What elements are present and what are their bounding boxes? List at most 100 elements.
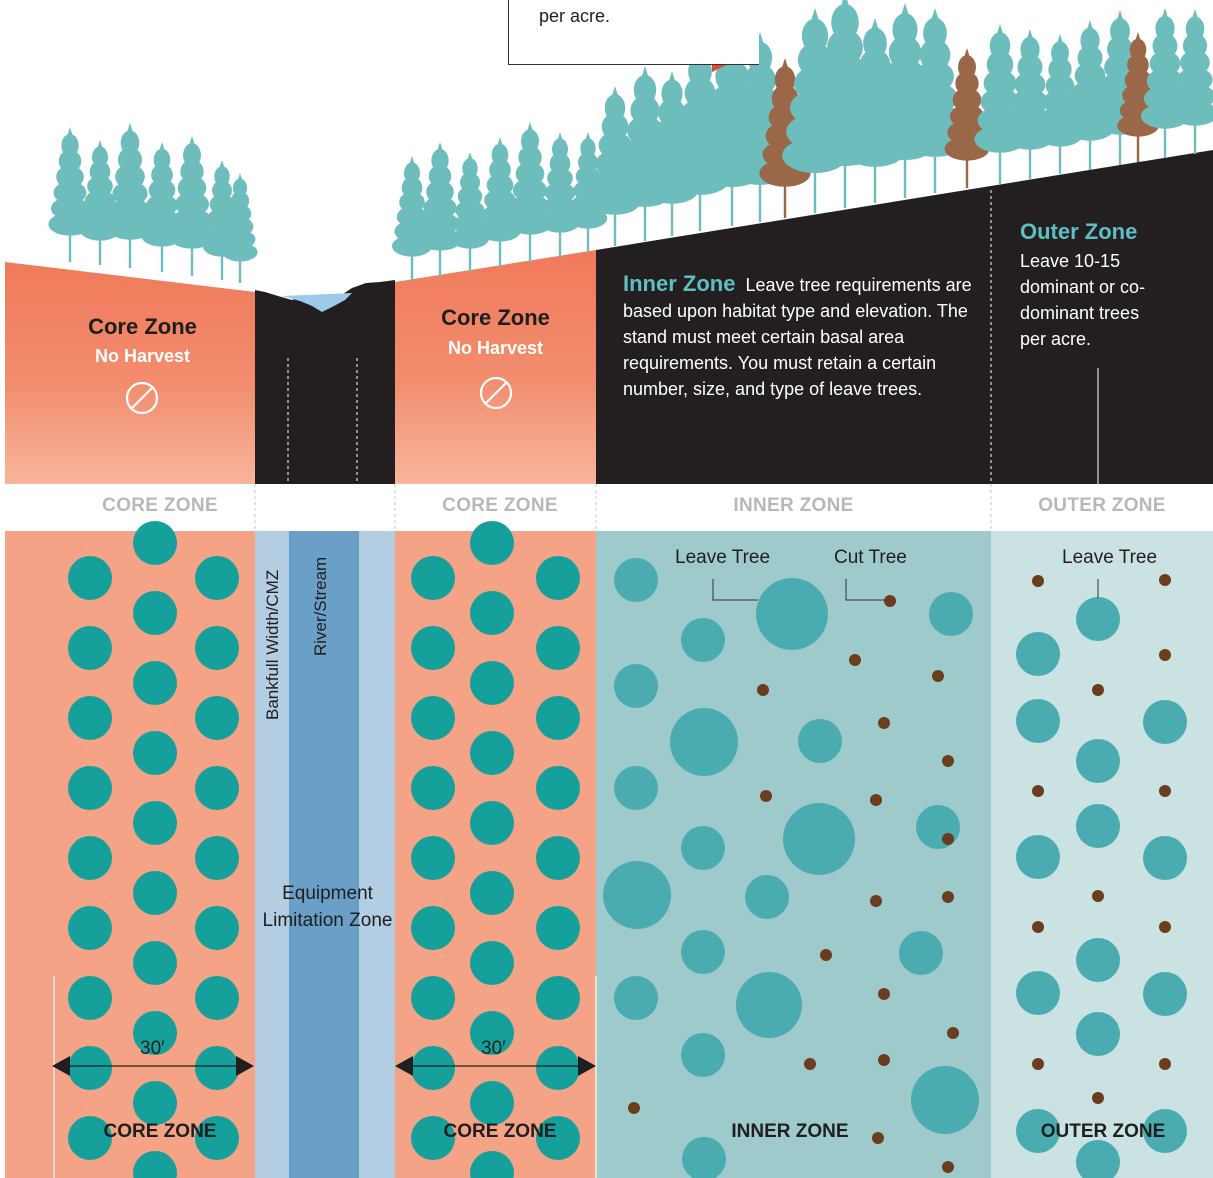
leave-tree-dot <box>536 836 580 880</box>
leave-tree-dot <box>133 1081 177 1125</box>
leave-tree-dot <box>411 906 455 950</box>
plan-river <box>289 531 359 1178</box>
plan-bankfull-right <box>359 531 395 1178</box>
leave-tree-dot <box>1016 1109 1060 1153</box>
conifer-tree <box>450 152 490 272</box>
zone-header-inner: INNER ZONE <box>733 495 854 516</box>
cut-tree-dot <box>942 833 954 845</box>
cut-tree-dot <box>884 595 896 607</box>
leave-tree-dot <box>1076 597 1120 641</box>
conifer-tree <box>1171 9 1213 154</box>
leave-tree-dot <box>470 1081 514 1125</box>
inner-zone-description: Inner Zone Leave tree requirements are b… <box>623 271 973 402</box>
leave-tree-dot <box>899 931 943 975</box>
conifer-tree <box>48 127 92 262</box>
cut-tree-dot <box>1159 785 1171 797</box>
cut-tree-dot <box>870 895 882 907</box>
leave-tree-dot <box>682 1137 726 1178</box>
leave-tree-dot <box>1076 1140 1120 1178</box>
conifer-tree <box>1006 29 1054 179</box>
cut-tree-dot <box>1159 574 1171 586</box>
conifer-tree <box>418 142 462 277</box>
leave-tree-dot <box>1076 804 1120 848</box>
leave-tree-dot <box>670 708 738 776</box>
leave-tree-dot <box>614 664 658 708</box>
leave-tree-dot <box>1143 700 1187 744</box>
leave-tree-dot <box>1076 1012 1120 1056</box>
cut-tree-dot <box>804 1058 816 1070</box>
leave-tree-dot <box>614 766 658 810</box>
leave-tree-dot <box>470 591 514 635</box>
leave-tree-dot <box>681 618 725 662</box>
cut-tree-dot <box>1032 575 1044 587</box>
leave-tree-dot <box>536 906 580 950</box>
leave-tree-dot <box>411 1116 455 1160</box>
cut-tree-dot <box>878 717 890 729</box>
leave-tree-dot <box>916 805 960 849</box>
leave-tree-dot <box>68 836 112 880</box>
core-left-title: Core Zone <box>88 314 197 339</box>
zone-header-core-right: CORE ZONE <box>442 495 558 516</box>
cut-tree-dot <box>1092 890 1104 902</box>
conifer-tree <box>905 8 965 193</box>
leave-tree-dot <box>798 719 842 763</box>
bottom-label-core-left: CORE ZONE <box>103 1121 217 1142</box>
leave-tree-dot <box>133 731 177 775</box>
core-right-title: Core Zone <box>441 305 550 330</box>
leave-tree-dot <box>68 1116 112 1160</box>
measure-left <box>52 976 254 1178</box>
leave-tree-dot <box>133 661 177 705</box>
leave-tree-dot <box>470 1151 514 1178</box>
leave-tree-dot <box>133 871 177 915</box>
leave-tree-dot <box>1016 632 1060 676</box>
leave-tree-leader <box>712 579 758 601</box>
leave-tree-dot <box>68 556 112 600</box>
leave-tree-dot <box>1016 699 1060 743</box>
inner-zone-text: Leave tree requirements are based upon h… <box>623 275 972 399</box>
leave-tree-dot <box>536 1046 580 1090</box>
leave-tree-dot <box>68 906 112 950</box>
leave-tree-dot <box>133 521 177 565</box>
measure-right <box>395 976 597 1178</box>
leave-tree-dot <box>133 941 177 985</box>
leave-tree-dot <box>411 556 455 600</box>
cut-tree-dot <box>942 755 954 767</box>
leave-tree-dot <box>411 836 455 880</box>
elevation-channel <box>255 280 395 484</box>
conifer-tree <box>169 136 215 276</box>
cut-tree-dot <box>849 654 861 666</box>
leave-tree-dot <box>536 1116 580 1160</box>
elevation-core-right <box>395 250 596 484</box>
plan-bankfull-left <box>255 531 289 1178</box>
outer-zone-text: Leave 10-15 dominant or co-dominant tree… <box>1020 251 1146 349</box>
leave-tree-dot <box>1143 972 1187 1016</box>
leave-tree-dot <box>411 1046 455 1090</box>
cut-tree-dot <box>760 790 772 802</box>
leave-tree-dot <box>133 801 177 845</box>
leave-tree-dot <box>68 976 112 1020</box>
leave-tree-dot <box>614 558 658 602</box>
leave-tree-dot <box>614 976 658 1020</box>
leave-tree-dot <box>195 1046 239 1090</box>
zone-header-outer: OUTER ZONE <box>1038 495 1166 516</box>
river-label: River/Stream <box>311 556 330 656</box>
measure-left-label: 30′ <box>140 1038 165 1059</box>
leave-tree-dot <box>1076 739 1120 783</box>
leave-tree-dot <box>536 626 580 670</box>
leave-tree-dot <box>536 556 580 600</box>
core-left-subtitle: No Harvest <box>94 346 191 366</box>
leave-tree-dot <box>68 626 112 670</box>
conifer-tree <box>873 3 937 198</box>
water-surface <box>282 293 352 312</box>
zone-header-separators <box>254 484 992 530</box>
leave-tree-dot <box>133 1011 177 1055</box>
leave-tree-dot <box>929 592 973 636</box>
elevation-guides <box>287 190 992 484</box>
leave-tree-dot <box>195 906 239 950</box>
leave-tree-dot <box>68 766 112 810</box>
leave-tree-dot <box>195 976 239 1020</box>
leave-tree-dot <box>68 1046 112 1090</box>
leave-tree-dot <box>195 696 239 740</box>
leave-tree-dot <box>195 1116 239 1160</box>
leave-tree-dot <box>1016 835 1060 879</box>
